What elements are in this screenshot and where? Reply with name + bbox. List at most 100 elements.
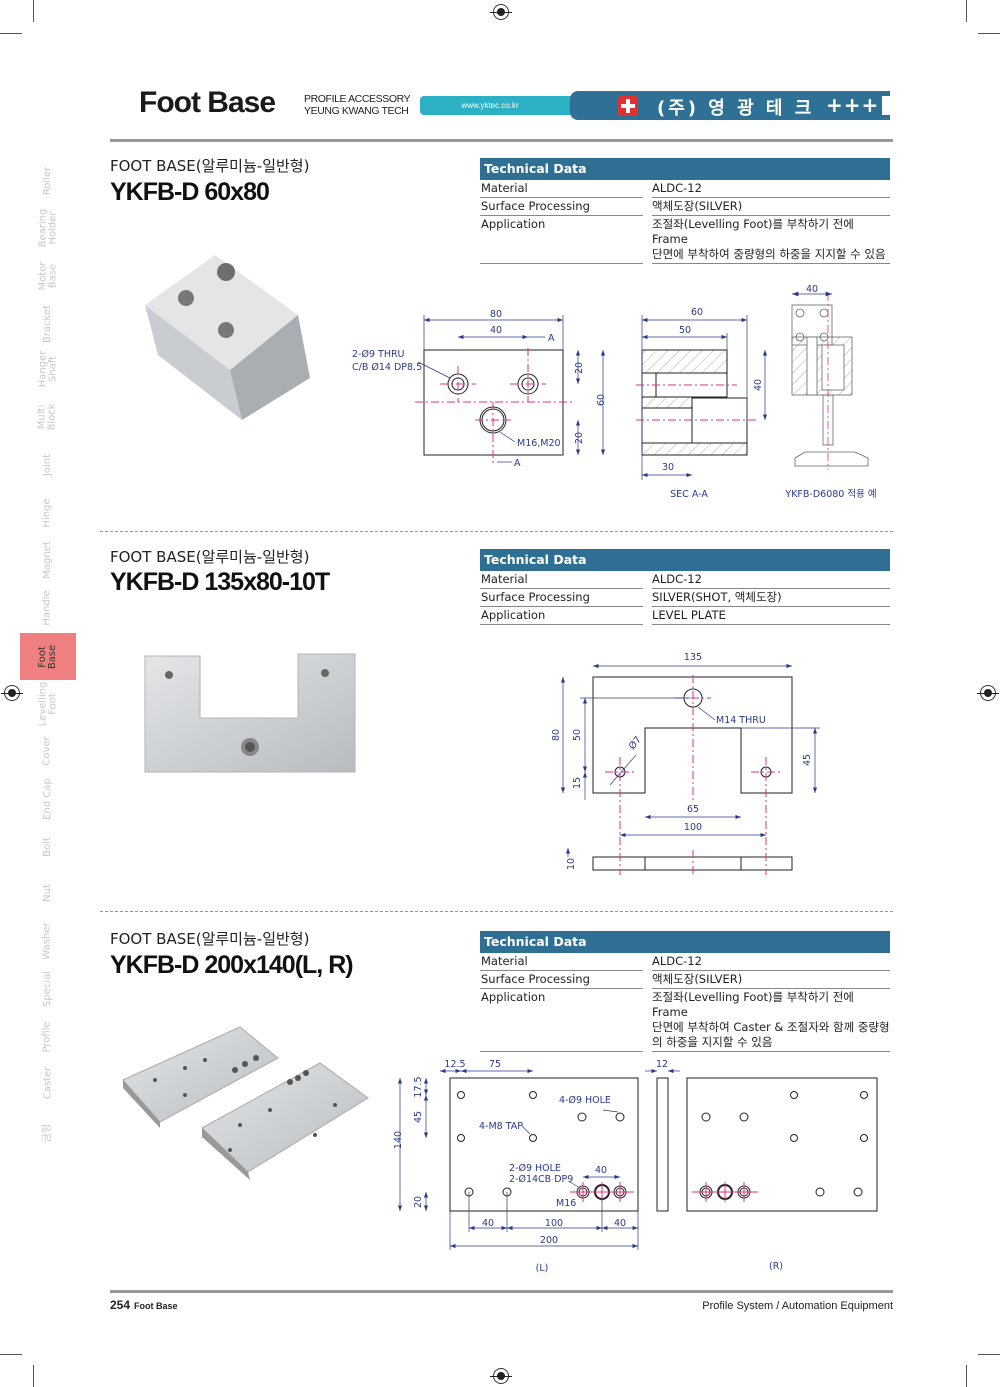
row-value: ALDC-12	[652, 180, 890, 198]
section-marker: A	[514, 458, 521, 469]
dimension-label: 40	[806, 284, 818, 295]
dimension-label: 140	[393, 1131, 404, 1149]
crop-mark	[33, 1365, 34, 1387]
tap-note: M16	[556, 1198, 576, 1209]
dimension-label: 65	[687, 804, 699, 815]
row-key: Material	[480, 180, 643, 198]
technical-data-header: Technical Data	[480, 158, 890, 180]
table-row: Material ALDC-12	[480, 571, 890, 589]
table-row: Material ALDC-12	[480, 180, 890, 198]
dimension-label: 50	[572, 729, 583, 741]
technical-data-header: Technical Data	[480, 549, 890, 571]
footer-catalog-name: Profile System / Automation Equipment	[702, 1300, 893, 1312]
row-value: LEVEL PLATE	[652, 607, 890, 625]
crop-mark	[0, 1354, 22, 1355]
header-subtitle: PROFILE ACCESSORY YEUNG KWANG TECH	[304, 93, 411, 117]
tap-note: M16,M20	[517, 438, 561, 449]
dimension-label: 50	[679, 325, 691, 336]
product-category: FOOT BASE(알루미늄-일반형)	[110, 157, 310, 175]
row-key: Surface Processing	[480, 198, 643, 216]
category-sidebar: Roller Bearing Holder Motor Base Bracket…	[20, 150, 76, 1150]
dimension-label: 40	[595, 1165, 607, 1176]
usage-example-label: YKFB-D6080 적용 예	[784, 488, 876, 500]
hole-note: 4-Ø9 HOLE	[559, 1095, 611, 1106]
hole-note: 2-Ø9 THRU	[352, 349, 405, 360]
table-row: Surface Processing 액체도장(SILVER)	[480, 198, 890, 216]
row-key: Surface Processing	[480, 971, 643, 989]
website-link[interactable]: www.yktec.co.kr	[420, 96, 580, 115]
row-value: 조절좌(Levelling Foot)를 부착하기 전에 Frame 단면에 부…	[652, 216, 890, 264]
row-value: 액체도장(SILVER)	[652, 971, 890, 989]
product-photo-60x80	[145, 255, 310, 420]
technical-data-header: Technical Data	[480, 931, 890, 953]
dimension-label: 80	[490, 309, 502, 320]
row-value: 조절좌(Levelling Foot)를 부착하기 전에 Frame 단면에 부…	[652, 989, 890, 1052]
product-model: YKFB-D 135x80-10T	[110, 568, 330, 596]
drawing-plate-left	[397, 1068, 639, 1250]
dimension-label: 75	[489, 1059, 501, 1070]
technical-data-table: Technical Data Material ALDC-12 Surface P…	[480, 158, 890, 264]
dimension-label: 100	[684, 822, 702, 833]
dimension-label: 17.5	[413, 1076, 424, 1097]
table-row: Application LEVEL PLATE	[480, 607, 890, 625]
tap-note: M14 THRU	[716, 715, 766, 726]
crop-mark	[966, 0, 967, 22]
registration-mark-icon	[1, 685, 23, 701]
page-number-value: 254	[110, 1298, 131, 1312]
company-logo-icon	[618, 96, 638, 116]
header-rule	[110, 139, 893, 142]
section-view-label: SEC A-A	[670, 489, 708, 500]
brand-bar: (주) 영 광 테 크 +++	[570, 91, 892, 120]
dimension-label: 20	[574, 362, 585, 374]
row-value: 액체도장(SILVER)	[652, 198, 890, 216]
row-value: ALDC-12	[652, 571, 890, 589]
dimension-label: 40	[490, 325, 502, 336]
product-category: FOOT BASE(알루미늄-일반형)	[110, 548, 310, 566]
drawing-usage-example	[791, 291, 869, 470]
row-value: SILVER(SHOT, 액체도장)	[652, 589, 890, 607]
row-key: Material	[480, 953, 643, 971]
dimension-label: 40	[614, 1218, 626, 1229]
table-row: Surface Processing 액체도장(SILVER)	[480, 971, 890, 989]
section-divider	[100, 911, 893, 912]
right-variant-label: (R)	[769, 1261, 783, 1272]
left-variant-label: (L)	[536, 1263, 549, 1274]
registration-mark-icon	[977, 685, 999, 701]
crop-mark	[0, 33, 22, 34]
row-key: Application	[480, 989, 643, 1052]
hole-note: 2-Ø9 HOLE	[509, 1163, 561, 1174]
crop-mark	[978, 1354, 1000, 1355]
sidebar-item-foot-base[interactable]: Foot Base	[20, 633, 76, 680]
company-name: (주) 영 광 테 크	[657, 98, 815, 119]
product-photo-135x80	[144, 653, 356, 773]
dimension-label: 20	[574, 432, 585, 444]
brand-bar-end	[882, 96, 892, 115]
brand-plus-marks: +++	[826, 93, 880, 117]
dimension-label: 30	[662, 462, 674, 473]
product-model: YKFB-D 200x140(L, R)	[110, 951, 354, 979]
dimension-label: 100	[545, 1218, 563, 1229]
crop-mark	[978, 33, 1000, 34]
dimension-label: Ø7	[627, 734, 644, 751]
drawing-plate-135x80	[560, 663, 820, 875]
dimension-label: 40	[482, 1218, 494, 1229]
row-key: Application	[480, 216, 643, 264]
product-photo-200x140	[122, 1026, 369, 1180]
product-model: YKFB-D 60x80	[110, 178, 270, 206]
registration-mark-icon	[490, 4, 512, 20]
dimension-label: 10	[566, 858, 577, 870]
dimension-label: 60	[691, 307, 703, 318]
subtitle-line-1: PROFILE ACCESSORY	[304, 93, 411, 105]
crop-mark	[966, 1365, 967, 1387]
footer-rule	[110, 1290, 893, 1293]
row-key: Application	[480, 607, 643, 625]
section-divider	[100, 531, 893, 532]
row-key: Material	[480, 571, 643, 589]
dimension-label: 80	[551, 729, 562, 741]
